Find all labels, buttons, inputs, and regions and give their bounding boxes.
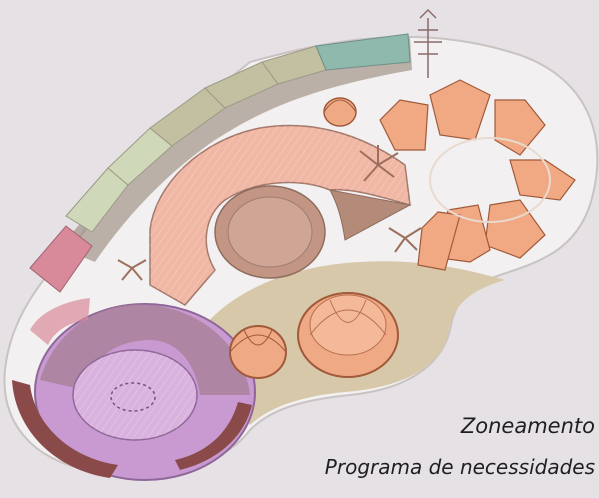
dome-icon bbox=[229, 325, 287, 379]
palm-tree-icon bbox=[117, 145, 422, 281]
arena-icon bbox=[12, 298, 256, 481]
zone-teal bbox=[315, 33, 411, 71]
dome-icon bbox=[297, 292, 399, 378]
tent-icon bbox=[379, 79, 576, 271]
caption-subtitle: Programa de necessidades bbox=[324, 455, 595, 479]
tower-sculpture bbox=[414, 8, 442, 78]
caption-title: Zoneamento bbox=[460, 414, 595, 438]
dome-icon bbox=[323, 97, 357, 127]
zone-pink bbox=[29, 225, 93, 293]
pavilion-building bbox=[149, 124, 412, 306]
